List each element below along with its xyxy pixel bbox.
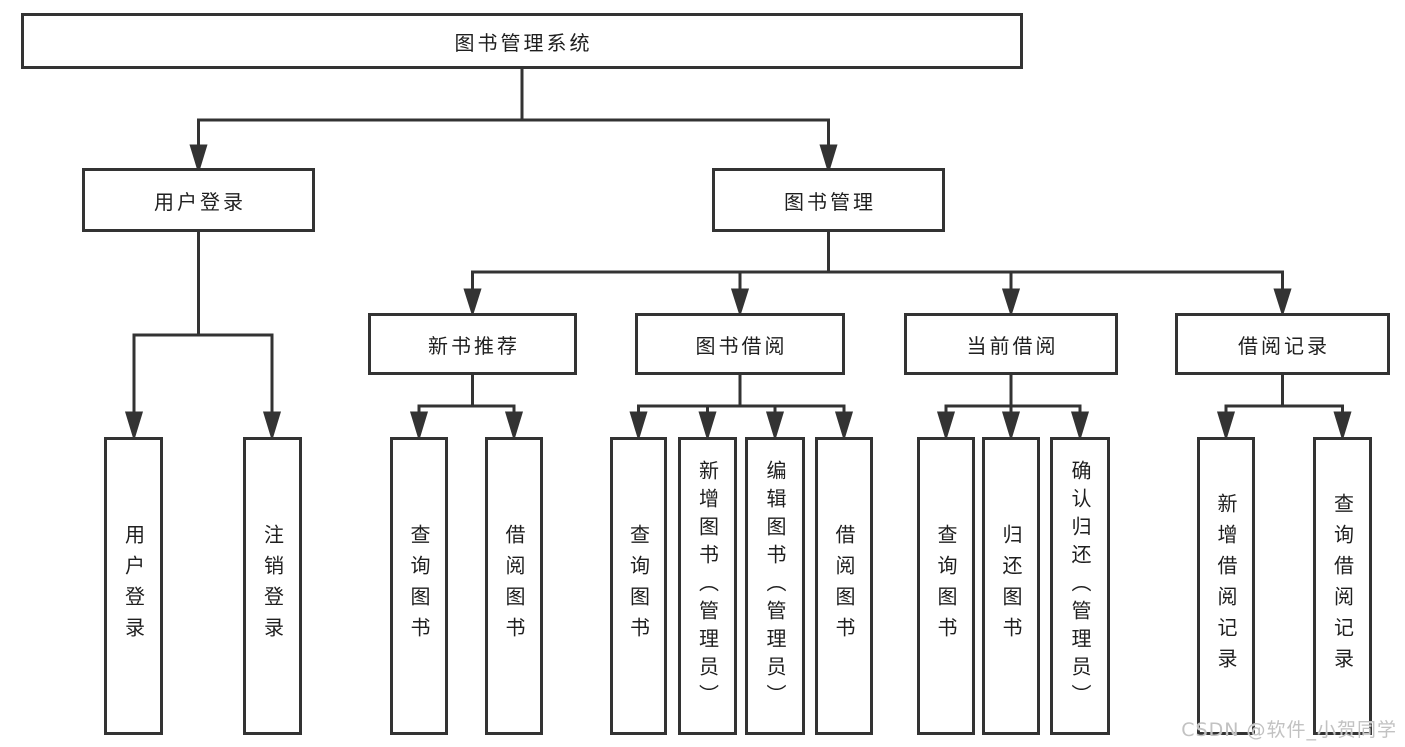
node-new-book-recommend: 新书推荐 bbox=[368, 313, 577, 375]
node-current-borrow: 当前借阅 bbox=[904, 313, 1118, 375]
csdn-watermark: CSDN @软件_小贺同学 bbox=[1181, 719, 1397, 741]
leaf-confirm-return-admin: 确认归还（管理员） bbox=[1050, 437, 1110, 735]
leaf-query-book-1-label: 查询图书 bbox=[407, 524, 431, 648]
leaf-add-borrow-record: 新增借阅记录 bbox=[1197, 437, 1255, 735]
leaf-query-book-2-label: 查询图书 bbox=[626, 524, 651, 648]
leaf-query-borrow-record-label: 查询借阅记录 bbox=[1330, 493, 1355, 679]
leaf-confirm-return-admin-label: 确认归还（管理员） bbox=[1068, 460, 1092, 712]
leaf-return-book-label: 归还图书 bbox=[999, 524, 1023, 648]
leaf-query-book-3: 查询图书 bbox=[917, 437, 975, 735]
leaf-add-book-admin-label: 新增图书（管理员） bbox=[695, 460, 720, 712]
leaf-borrow-book-1-label: 借阅图书 bbox=[502, 524, 526, 648]
leaf-return-book: 归还图书 bbox=[982, 437, 1040, 735]
leaf-query-borrow-record: 查询借阅记录 bbox=[1313, 437, 1372, 735]
leaf-user-login-label: 用户登录 bbox=[121, 524, 146, 648]
leaf-query-book-2: 查询图书 bbox=[610, 437, 667, 735]
node-user-login: 用户登录 bbox=[82, 168, 315, 232]
leaf-logout: 注销登录 bbox=[243, 437, 302, 735]
leaf-borrow-book-1: 借阅图书 bbox=[485, 437, 543, 735]
leaf-user-login: 用户登录 bbox=[104, 437, 163, 735]
leaf-query-book-1: 查询图书 bbox=[390, 437, 448, 735]
node-book-borrow: 图书借阅 bbox=[635, 313, 845, 375]
leaf-borrow-book-2: 借阅图书 bbox=[815, 437, 873, 735]
leaf-logout-label: 注销登录 bbox=[260, 524, 285, 648]
leaf-edit-book-admin-label: 编辑图书（管理员） bbox=[763, 460, 787, 712]
leaf-add-borrow-record-label: 新增借阅记录 bbox=[1214, 493, 1238, 679]
node-borrow-record: 借阅记录 bbox=[1175, 313, 1390, 375]
leaf-edit-book-admin: 编辑图书（管理员） bbox=[745, 437, 805, 735]
leaf-query-book-3-label: 查询图书 bbox=[934, 524, 958, 648]
node-book-management: 图书管理 bbox=[712, 168, 945, 232]
leaf-borrow-book-2-label: 借阅图书 bbox=[832, 524, 856, 648]
node-root-system: 图书管理系统 bbox=[21, 13, 1023, 69]
leaf-add-book-admin: 新增图书（管理员） bbox=[678, 437, 737, 735]
